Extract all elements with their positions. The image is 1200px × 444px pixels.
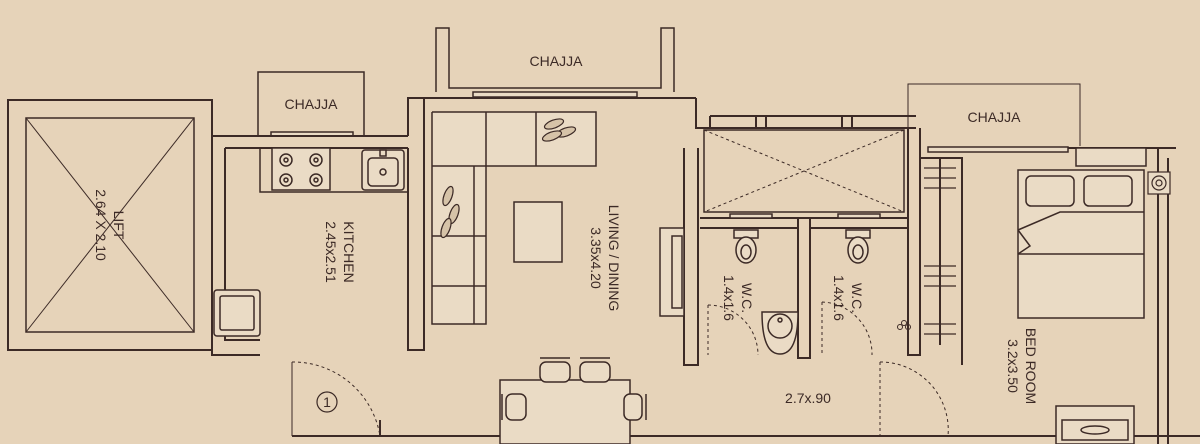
wc-right-door	[821, 301, 873, 356]
bed	[1017, 169, 1145, 319]
entrance-marker-circle	[316, 391, 338, 413]
sofa-cushion-leaves	[440, 118, 577, 239]
dining-chairs	[501, 357, 647, 421]
wc-right-size: 1.4x1.6	[831, 275, 847, 321]
wc-left-size: 1.4x1.6	[721, 275, 737, 321]
tv-unit	[659, 227, 685, 317]
kitchen-label: KITCHEN	[341, 221, 357, 282]
bedroom-chajja-label: CHAJJA	[968, 109, 1022, 125]
passage-size: 2.7x.90	[785, 390, 831, 406]
sofa	[431, 111, 597, 325]
wc-right-tap-icon	[897, 320, 911, 330]
wc-left-toilet-icon	[733, 229, 759, 264]
bedroom-ac-unit	[1055, 405, 1135, 444]
kitchen-size: 2.45x2.51	[323, 221, 339, 283]
duct-shaft	[703, 129, 905, 213]
entrance-marker-number: 1	[323, 394, 331, 410]
lift-label: LIFT	[111, 211, 127, 240]
passage-door	[879, 361, 949, 437]
bedroom-chajja	[907, 83, 1081, 153]
wc-ventilators	[729, 213, 881, 219]
fridge-icon	[213, 289, 261, 337]
living-chajja-label: CHAJJA	[530, 53, 584, 69]
kitchen-chajja-label: CHAJJA	[285, 96, 339, 112]
bedroom-window	[1075, 147, 1147, 167]
wc-left-label: W.C.	[739, 283, 755, 313]
entrance-door	[291, 361, 381, 437]
lift-size: 2.64 X 2.10	[93, 189, 109, 261]
bedside-lamp-icon	[1147, 171, 1171, 195]
living-size: 3.35x4.20	[588, 227, 604, 289]
wc-right-toilet-icon	[845, 229, 871, 264]
bedroom-label: BED ROOM	[1023, 328, 1039, 404]
wardrobe	[924, 167, 956, 335]
wc-right-label: W.C.	[849, 283, 865, 313]
wc-left-basin-icon	[761, 311, 799, 355]
sink-icon	[361, 149, 405, 191]
stove-icon	[279, 153, 323, 187]
bedroom-size: 3.2x3.50	[1005, 339, 1021, 393]
living-label: LIVING / DINING	[606, 205, 622, 312]
wc-left-door	[707, 304, 759, 356]
coffee-table	[513, 201, 563, 263]
